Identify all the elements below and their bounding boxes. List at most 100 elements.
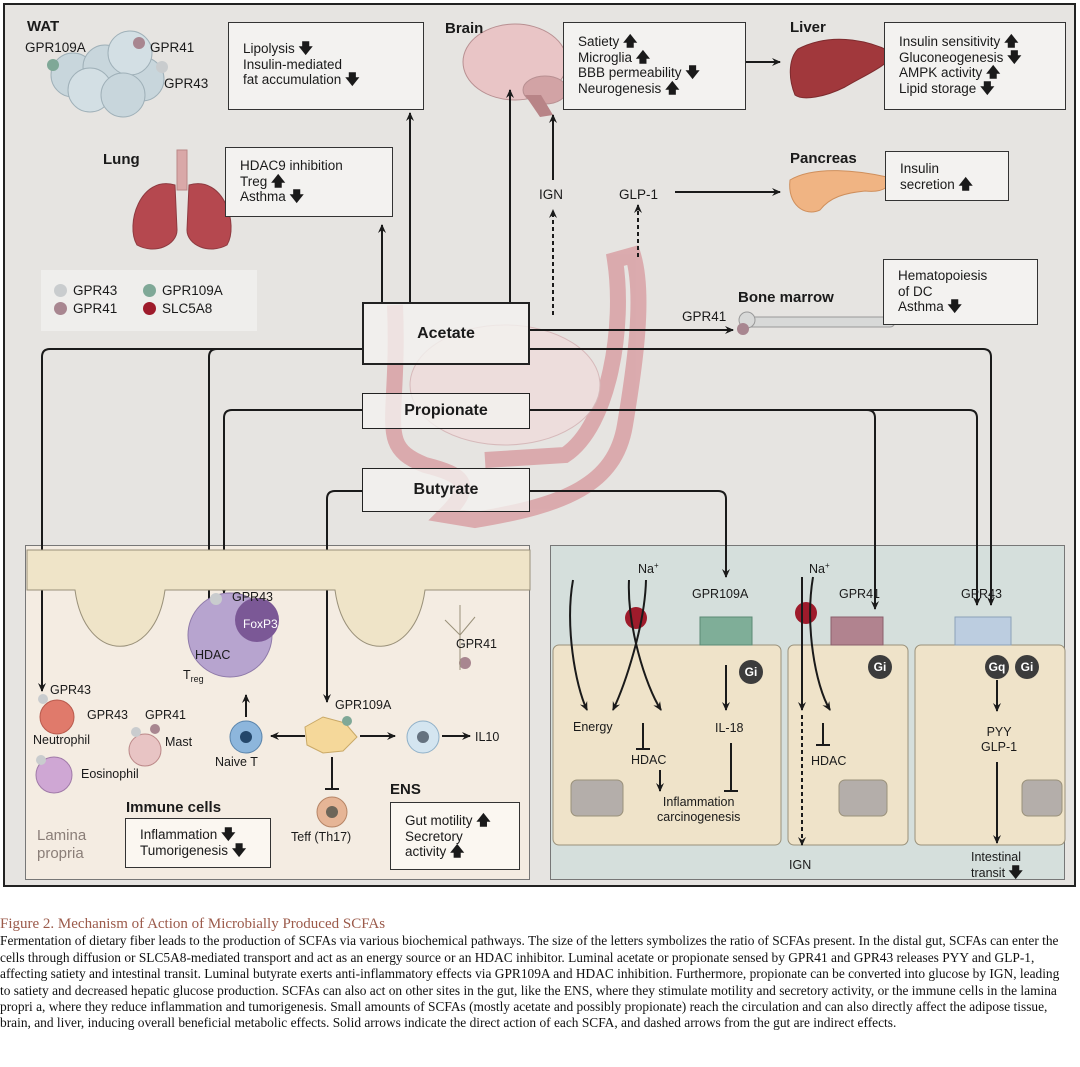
wat-effects-box: Lipolysis 🡇 Insulin-mediated fat accumul… bbox=[228, 22, 424, 110]
down-arrow-icon: 🡇 bbox=[289, 188, 304, 204]
lamina-arrows bbox=[242, 605, 476, 790]
down-arrow-icon: 🡇 bbox=[1007, 48, 1022, 65]
pancreas-title: Pancreas bbox=[790, 150, 857, 167]
lung-effects-box: HDAC9 inhibition Treg 🡅 Asthma 🡇 bbox=[225, 147, 393, 217]
up-arrow-icon: 🡅 bbox=[665, 79, 680, 96]
propionate-box: Propionate bbox=[362, 393, 530, 429]
bone-marrow-effect: Asthma bbox=[898, 299, 944, 314]
mast-receptor-label: GPR43 bbox=[87, 708, 128, 722]
hdac-label: HDAC bbox=[631, 753, 667, 767]
liver-effect: Gluconeogenesis bbox=[899, 49, 1004, 65]
il10-label: IL10 bbox=[475, 730, 500, 744]
lung-illustration bbox=[132, 149, 232, 250]
legend-item: GPR43 bbox=[54, 283, 117, 298]
gi-protein-icon: Gi bbox=[868, 655, 892, 679]
wat-receptor-gpr109a: GPR109A bbox=[25, 40, 86, 55]
legend-item: SLC5A8 bbox=[143, 301, 212, 316]
brain-effects-box: Satiety 🡅 Microglia 🡅 BBB permeability 🡇… bbox=[563, 22, 746, 110]
hdac-label-2: HDAC bbox=[811, 754, 847, 768]
wat-effect: Insulin-mediated bbox=[243, 56, 343, 72]
lamina-cells bbox=[35, 592, 471, 828]
slc5a8-dot-icon bbox=[143, 302, 156, 315]
legend-item: GPR109A bbox=[143, 283, 223, 298]
treg-hdac-label: HDAC bbox=[195, 648, 231, 662]
treg-label: Treg bbox=[183, 668, 204, 684]
down-arrow-icon: 🡇 bbox=[947, 298, 962, 314]
caption-title: Figure 2. Mechanism of Action of Microbi… bbox=[0, 916, 386, 932]
immune-effect: Tumorigenesis bbox=[140, 842, 229, 858]
gpr109a-dot-icon bbox=[143, 284, 156, 297]
brain-title: Brain bbox=[445, 20, 484, 37]
up-arrow-icon: 🡅 bbox=[476, 812, 491, 828]
bone-marrow-title: Bone marrow bbox=[738, 289, 834, 306]
acetate-box: Acetate bbox=[362, 302, 530, 365]
pancreas-effect: secretion bbox=[900, 176, 955, 192]
bone-illustration bbox=[737, 302, 902, 335]
down-arrow-icon: 🡇 bbox=[221, 826, 236, 842]
liver-effect: Insulin sensitivity bbox=[899, 34, 1001, 49]
gq-protein-icon: Gq bbox=[985, 655, 1009, 679]
up-arrow-icon: 🡅 bbox=[623, 33, 638, 49]
legend-item: GPR41 bbox=[54, 301, 117, 316]
epithelial-cells bbox=[552, 644, 1066, 846]
pyy-glp1-label: PYY GLP-1 bbox=[981, 725, 1018, 754]
caption-body: Fermentation of dietary fiber leads to t… bbox=[0, 933, 1060, 1031]
lung-title: Lung bbox=[103, 151, 140, 168]
eosinophil-label: Eosinophil bbox=[81, 767, 139, 781]
receptor-legend: GPR43 GPR109A GPR41 SLC5A8 bbox=[41, 270, 257, 331]
butyrate-box: Butyrate bbox=[362, 468, 530, 512]
immune-cells-title: Immune cells bbox=[126, 799, 222, 816]
dc-receptor-label: GPR109A bbox=[335, 698, 392, 712]
immune-effects-box: Inflammation 🡇 Tumorigenesis 🡇 bbox=[125, 818, 271, 868]
liver-illustration bbox=[789, 38, 894, 99]
mast-label: Mast bbox=[165, 735, 193, 749]
figure-caption: Figure 2. Mechanism of Action of Microbi… bbox=[0, 916, 1080, 1032]
up-arrow-icon: 🡅 bbox=[986, 64, 1001, 80]
up-arrow-icon: 🡅 bbox=[271, 172, 286, 189]
il18-label: IL-18 bbox=[715, 721, 744, 735]
ens-title: ENS bbox=[390, 781, 421, 798]
lamina-propria-label: Lamina propria bbox=[37, 827, 87, 862]
crypt-epithelium bbox=[26, 549, 531, 647]
wat-effect: Lipolysis 🡇 bbox=[243, 40, 313, 56]
neutrophil-label: Neutrophil bbox=[33, 733, 90, 747]
ens-effects-box: Gut motility 🡅 Secretory activity 🡅 bbox=[390, 802, 520, 870]
energy-label: Energy bbox=[573, 720, 613, 734]
ens-effect: Gut motility bbox=[405, 813, 473, 828]
gpr43-label: GPR43 bbox=[961, 587, 1002, 601]
liver-effect: AMPK activity bbox=[899, 65, 983, 80]
ign-output-label: IGN bbox=[789, 858, 812, 872]
gi-protein-icon: Gi bbox=[1015, 655, 1039, 679]
glp1-label: GLP-1 bbox=[619, 187, 659, 202]
naive-t-label: Naive T bbox=[215, 755, 258, 769]
brain-effect: Neurogenesis bbox=[578, 80, 662, 96]
down-arrow-icon: 🡇 bbox=[231, 841, 247, 858]
liver-title: Liver bbox=[790, 19, 826, 36]
immune-effect: Inflammation bbox=[140, 827, 218, 842]
up-arrow-icon: 🡅 bbox=[1004, 33, 1019, 49]
brain-effect: Satiety bbox=[578, 34, 620, 49]
ens-effect: Secretory bbox=[405, 828, 463, 844]
up-arrow-icon: 🡅 bbox=[450, 843, 465, 859]
treg-receptor-label: GPR43 bbox=[232, 590, 273, 604]
wat-title: WAT bbox=[27, 18, 60, 35]
lung-effect: Asthma bbox=[240, 189, 286, 204]
diagram-graphics bbox=[26, 23, 1066, 846]
brain-illustration bbox=[462, 23, 568, 117]
neuron-receptor-label: GPR41 bbox=[456, 637, 497, 651]
epithelium-arrows bbox=[569, 576, 1001, 846]
pancreas-effects-box: Insulin secretion 🡅 bbox=[885, 151, 1009, 201]
wat-cells-illustration bbox=[47, 30, 168, 118]
transporters-receptors bbox=[625, 602, 1012, 646]
gpr41-dot-icon bbox=[54, 302, 67, 315]
liver-effect: Lipid storage bbox=[899, 80, 977, 96]
gi-protein-icon: Gi bbox=[739, 660, 763, 684]
inflammation-label: Inflammation carcinogenesis bbox=[657, 795, 741, 824]
foxp3-label: FoxP3 bbox=[243, 617, 278, 631]
pancreas-effect: Insulin bbox=[900, 161, 940, 176]
wat-receptor-gpr43: GPR43 bbox=[164, 76, 209, 91]
lung-effect: HDAC9 inhibition bbox=[240, 158, 343, 173]
up-arrow-icon: 🡅 bbox=[635, 48, 651, 65]
neutrophil-receptor-label: GPR43 bbox=[50, 683, 91, 697]
pancreas-illustration bbox=[789, 170, 890, 213]
